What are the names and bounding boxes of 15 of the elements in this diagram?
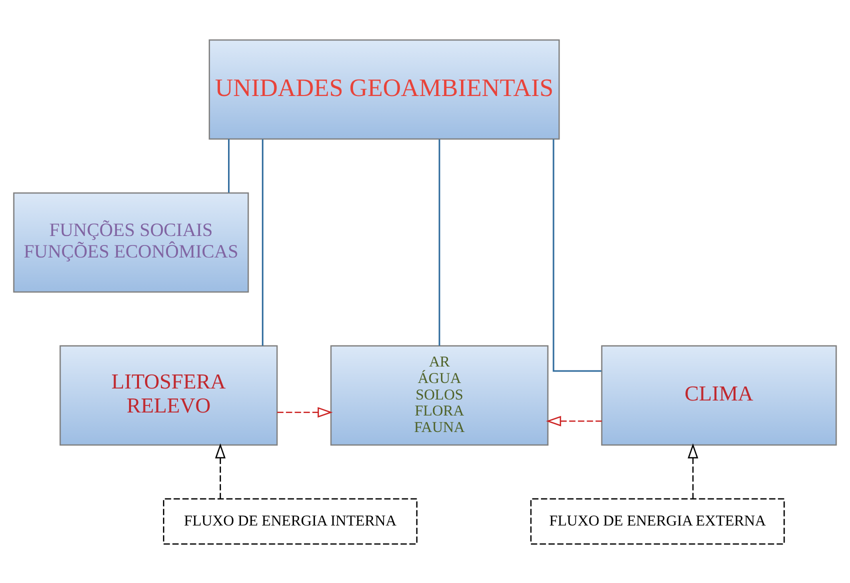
node-box: UNIDADES GEOAMBIENTAIS xyxy=(208,38,560,140)
node-box: AR ÁGUA SOLOS FLORA FAUNA xyxy=(330,344,548,446)
arrow xyxy=(215,442,226,498)
node-box: CLIMA xyxy=(601,344,837,446)
arrow xyxy=(688,442,698,498)
node-box: LITOSFERA RELEVO xyxy=(60,344,278,446)
connector xyxy=(552,138,602,372)
connector xyxy=(262,138,264,346)
arrow xyxy=(546,415,602,426)
node-box: FUNÇÕES SOCIAIS FUNÇÕES ECONÔMICAS xyxy=(13,192,249,292)
arrow xyxy=(277,406,333,418)
connector xyxy=(228,138,230,192)
node-box: FLUXO DE ENERGIA INTERNA xyxy=(162,498,418,544)
node-box: FLUXO DE ENERGIA EXTERNA xyxy=(530,498,785,544)
connector xyxy=(438,138,440,346)
